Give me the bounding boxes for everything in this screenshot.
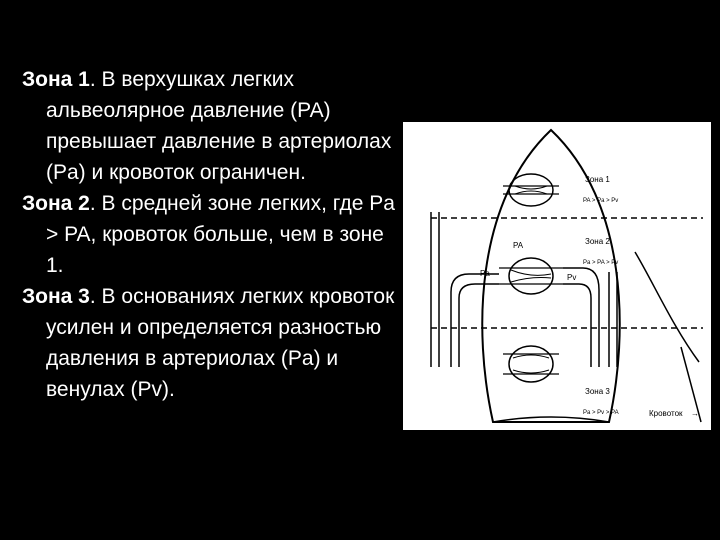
flow-curve-lower <box>680 346 702 423</box>
right-manometer-tube <box>608 272 618 367</box>
description-text: Зона 1. В верхушках легких альвеолярное … <box>22 64 402 405</box>
zone-3-dot: . <box>89 285 96 308</box>
lung-zones-svg: PA Pa Pv Зона 1 PA > Pa > Pv Зона 2 Pa >… <box>430 128 703 423</box>
zone-2-dot: . <box>89 192 96 215</box>
zone-1-relation: PA > Pa > Pv <box>583 198 618 204</box>
right-vein-line <box>563 267 600 367</box>
zone-3-vessel <box>503 345 559 383</box>
zone-3-relation: Pa > Pv > PA <box>583 410 619 416</box>
right-pressure-label: Pv <box>567 273 576 282</box>
zone-1-vessel <box>503 173 559 207</box>
left-manometer-tube <box>430 212 440 367</box>
zone-2-relation: Pa > PA > Pv <box>583 260 618 266</box>
zone-1-paragraph: Зона 1. В верхушках легких альвеолярное … <box>22 64 402 188</box>
zone-1-text: В верхушках легких альвеолярное давление… <box>46 68 392 184</box>
zone-1-label: Зона 1 <box>585 175 610 184</box>
zone-1-dot: . <box>89 68 96 91</box>
pa-alv-label: PA <box>513 241 524 250</box>
zone-3-label: Зона 3 <box>585 387 610 396</box>
lung-outline <box>481 128 621 423</box>
left-artery-line-2 <box>458 283 499 367</box>
blood-flow-label: Кровоток <box>649 409 683 418</box>
right-vein-line-2 <box>563 283 592 367</box>
zone-1-heading: Зона 1 <box>22 68 90 91</box>
blood-flow-arrow-icon: → <box>691 409 699 418</box>
lung-zones-diagram: PA Pa Pv Зона 1 PA > Pa > Pv Зона 2 Pa >… <box>403 122 711 430</box>
lung-base-curve <box>492 416 610 423</box>
left-artery-line <box>450 273 499 367</box>
zone-3-paragraph: Зона 3. В основаниях легких кровоток уси… <box>22 281 402 405</box>
zone-2-heading: Зона 2 <box>22 192 90 215</box>
zone-2-vessel: PA Pa Pv <box>480 241 576 295</box>
zone-3-text: В основаниях легких кровоток усилен и оп… <box>46 285 395 401</box>
blood-flow-curve <box>634 251 700 363</box>
zone-3-heading: Зона 3 <box>22 285 90 308</box>
zone-2-label: Зона 2 <box>585 237 610 246</box>
zone-2-paragraph: Зона 2. В средней зоне легких, где Pa > … <box>22 188 402 281</box>
zone-2-text: В средней зоне легких, где Pa > PA, кров… <box>46 192 395 277</box>
